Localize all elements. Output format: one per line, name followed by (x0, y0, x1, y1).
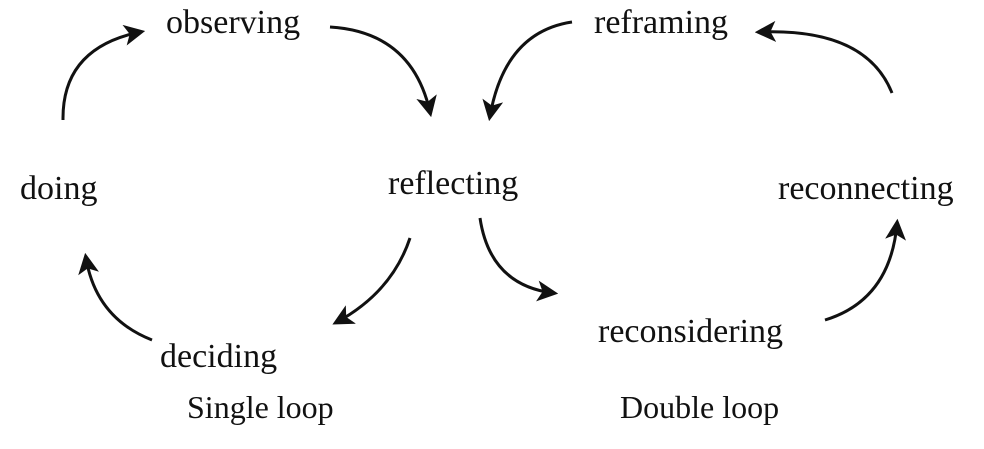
arrow-observing-to-reflecting (329, 25, 437, 118)
arrow-reconsidering-to-reconnecting (824, 218, 907, 322)
node-deciding: deciding (160, 338, 278, 375)
caption-double-loop: Double loop (620, 389, 780, 425)
node-reconsidering: reconsidering (598, 313, 784, 350)
arrow-reframing-to-reflecting (482, 20, 573, 122)
node-reconnecting: reconnecting (778, 170, 954, 207)
caption-single-loop: Single loop (187, 389, 334, 425)
node-reframing: reframing (594, 4, 729, 41)
node-doing: doing (20, 170, 98, 207)
arrow-reflecting-to-reconsidering (478, 217, 559, 302)
arrow-doing-to-observing (61, 24, 146, 121)
arrow-reconnecting-to-reframing (754, 20, 894, 94)
arrow-deciding-to-doing (78, 252, 153, 342)
node-reflecting: reflecting (388, 165, 519, 202)
node-observing: observing (166, 4, 301, 41)
arrow-reflecting-to-deciding (332, 237, 412, 325)
